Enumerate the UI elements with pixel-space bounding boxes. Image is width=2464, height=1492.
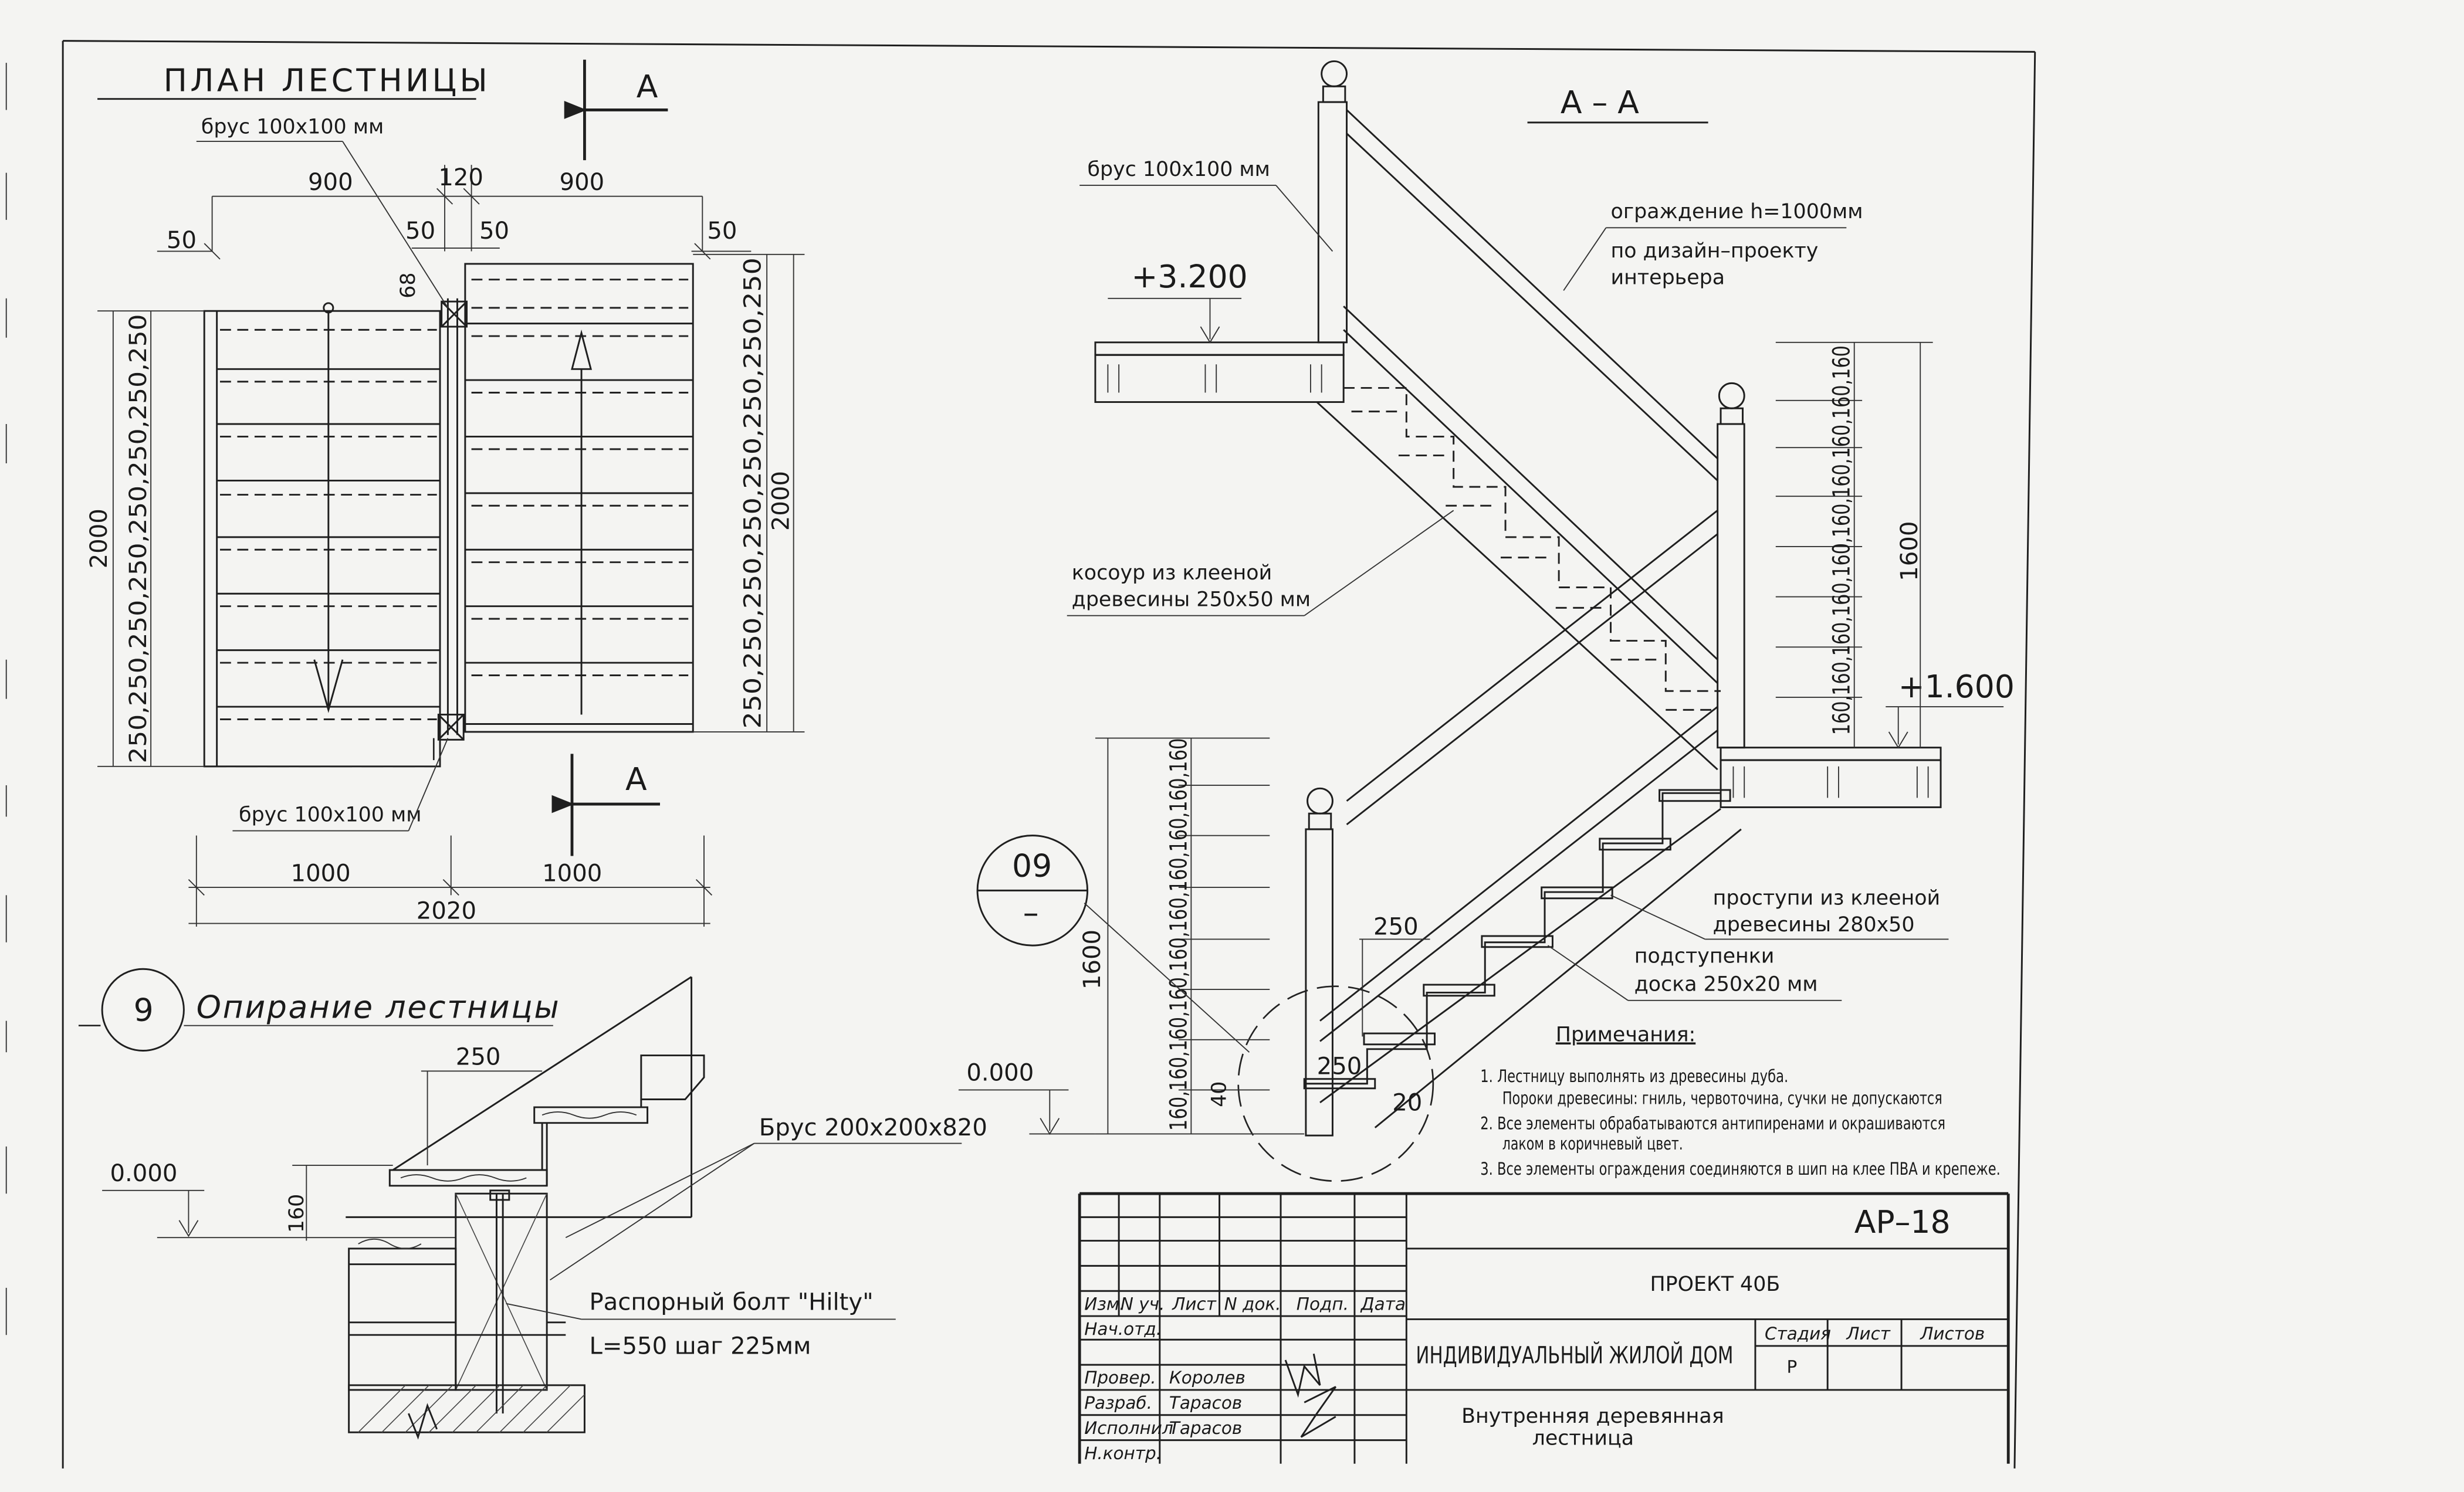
plan-dim-50-b: 50	[405, 218, 435, 245]
tb-object: ИНДИВИДУАЛЬНЫЙ ЖИЛОЙ ДОМ	[1416, 1341, 1733, 1369]
callout-dash: –	[1023, 894, 1039, 931]
detail-9: 9 Опирание лестницы 250 160 0.000	[78, 968, 987, 1440]
plan-dim-1000-left: 1000	[291, 860, 351, 887]
plan-dim-total: 2020	[417, 898, 476, 925]
riser-label-2: доска 250х20 мм	[1634, 973, 1818, 996]
tb-name-4: Тарасов	[1169, 1393, 1242, 1413]
plan-section-mark-top: А	[637, 68, 658, 105]
plan-dim-120: 120	[438, 164, 483, 191]
riser-label-1: подступенки	[1634, 945, 1775, 968]
plan-dim-50-c: 50	[479, 218, 509, 245]
detail-number: 9	[134, 992, 154, 1029]
tb-project: ПРОЕКТ 40Б	[1650, 1273, 1781, 1296]
note-2a: 2. Все элементы обрабатываются антипирен…	[1480, 1113, 1945, 1133]
tread-label-2: древесины 280х50	[1713, 913, 1915, 937]
tb-role-4: Разраб.	[1084, 1393, 1152, 1413]
level-mid: +1.600	[1898, 668, 2015, 705]
plan-dim-2000-right: 2000	[768, 471, 795, 531]
tb-sheet-title-2: лестница	[1532, 1427, 1634, 1450]
section-beam-label: брус 100х100 мм	[1088, 158, 1270, 181]
stair-plan: ПЛАН ЛЕСТНИЦЫ А А	[86, 59, 805, 927]
section-dim-1600-lower: 1600	[1079, 930, 1106, 989]
fence-label-1: ограждение h=1000мм	[1611, 200, 1863, 223]
section-dim-1600-upper: 1600	[1896, 521, 1923, 581]
fence-label-2: по дизайн–проекту	[1611, 239, 1819, 263]
tb-sheet-title-1: Внутренняя деревянная	[1461, 1405, 1724, 1428]
tb-col-podp: Подп.	[1297, 1294, 1349, 1314]
plan-beam-top-label: брус 100х100 мм	[201, 116, 384, 139]
plan-chain-left: 250,250,250,250,250,250,250,250	[125, 314, 152, 764]
plan-dim-50-d: 50	[707, 218, 737, 245]
plan-dim-900-left: 900	[308, 169, 353, 196]
plan-section-mark-bottom: А	[625, 761, 647, 798]
fence-label-3: интерьера	[1611, 266, 1725, 290]
tb-col-nuch: N уч.	[1121, 1294, 1165, 1314]
lower-steps	[1303, 789, 1731, 1090]
level-top: +3.200	[1132, 258, 1248, 295]
tb-role-1: Нач.отд.	[1084, 1319, 1162, 1339]
tb-stage-value: Р	[1787, 1357, 1798, 1376]
tb-stage-header: Стадия	[1765, 1324, 1831, 1344]
kosour-label-1: косоур из клееной	[1072, 561, 1272, 585]
tb-name-5: Тарасов	[1169, 1418, 1242, 1438]
tb-role-6: Н.контр.	[1084, 1443, 1162, 1463]
section-title: А – А	[1561, 84, 1639, 121]
upper-steps-hidden	[1343, 386, 1721, 711]
plan-dim-50-a: 50	[167, 227, 197, 254]
signature-mark	[1284, 1354, 1336, 1438]
dim-250-bottom: 250	[1317, 1053, 1362, 1080]
dim-40: 40	[1207, 1081, 1231, 1107]
note-2b: лаком в коричневый цвет.	[1502, 1134, 1683, 1154]
tb-sheet-header: Лист	[1846, 1324, 1890, 1344]
note-1b: Пороки древесины: гниль, червоточина, су…	[1502, 1089, 1942, 1108]
detail-dim-160: 160	[285, 1194, 309, 1233]
detail-bolt-label-2: L=550 шаг 225мм	[589, 1332, 811, 1359]
tb-col-data: Дата	[1360, 1294, 1406, 1314]
title-block: АР–18 ПРОЕКТ 40Б ИНДИВИДУАЛЬНЫЙ ЖИЛОЙ ДО…	[1078, 1192, 2010, 1464]
detail-level: 0.000	[110, 1160, 178, 1187]
tb-role-5: Исполнил	[1084, 1418, 1173, 1438]
sheet-frame	[62, 40, 2036, 1469]
detail-bolt-label-1: Распорный болт "Hilty"	[589, 1288, 873, 1315]
plan-dim-900-right: 900	[560, 169, 605, 196]
plan-title: ПЛАН ЛЕСТНИЦЫ	[164, 62, 490, 99]
dim-250-top: 250	[1373, 913, 1419, 940]
section-a-a: А – А +3.200 брус 100х100 мм	[958, 60, 2015, 1182]
plan-dim-1000-right: 1000	[542, 860, 602, 887]
tb-name-3: Королев	[1169, 1368, 1245, 1388]
section-chain-lower: 160,160,160,160,160,160,160,160,160,160	[1165, 738, 1192, 1131]
dim-20: 20	[1392, 1089, 1422, 1116]
detail-title: Опирание лестницы	[197, 988, 560, 1025]
plan-dim-2000-left: 2000	[86, 508, 113, 568]
tb-code: АР–18	[1854, 1203, 1951, 1240]
plan-beam-bottom-label: брус 100х100 мм	[239, 803, 421, 827]
kosour-label-2: древесины 250х50 мм	[1072, 588, 1311, 612]
section-chain-upper: 160,160,160,160,160,160,160,160,160,160	[1829, 345, 1856, 735]
tb-sheets-header: Листов	[1920, 1324, 1985, 1344]
plan-chain-right: 250,250,250,250,250,250,250,250	[739, 257, 766, 728]
tb-role-3: Провер.	[1084, 1368, 1156, 1388]
tb-col-ndok: N док.	[1224, 1294, 1281, 1314]
detail-dim-250: 250	[456, 1044, 501, 1071]
level-zero: 0.000	[966, 1059, 1034, 1086]
tb-col-izm: Изм.	[1084, 1294, 1125, 1314]
plan-right-treads	[465, 279, 693, 676]
note-3: 3. Все элементы ограждения соединяются в…	[1480, 1159, 2001, 1179]
tread-label-1: проступи из клееной	[1713, 886, 1941, 910]
callout-09: 09	[1012, 847, 1052, 884]
detail-brus-label: Брус 200х200х820	[759, 1114, 987, 1141]
note-1a: 1. Лестницу выполнять из древесины дуба.	[1480, 1066, 1788, 1086]
plan-dim-68: 68	[397, 273, 420, 299]
tb-col-list: Лист	[1172, 1294, 1216, 1314]
notes: Примечания: 1. Лестницу выполнять из дре…	[1480, 1023, 2001, 1179]
notes-title: Примечания:	[1556, 1023, 1695, 1046]
